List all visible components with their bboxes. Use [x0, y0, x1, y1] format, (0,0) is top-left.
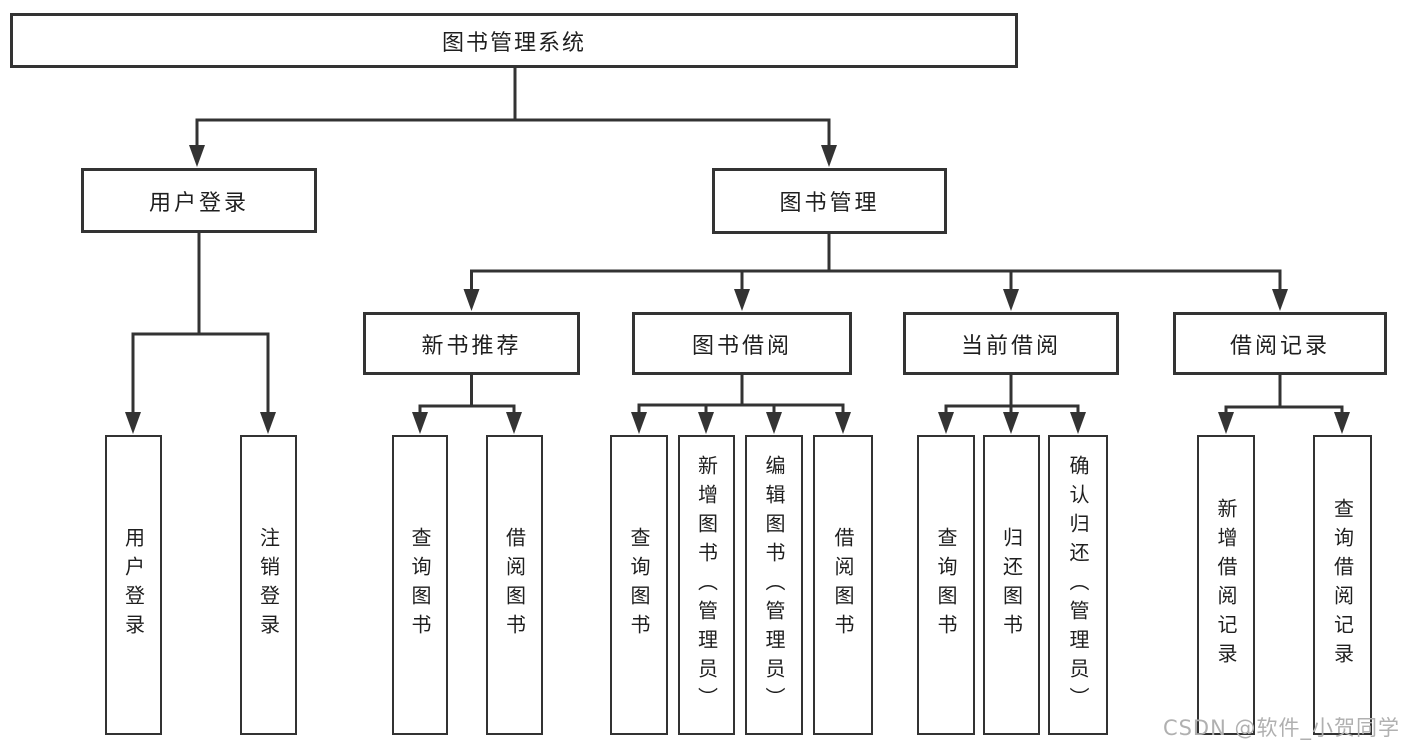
arrowheads: [125, 145, 1350, 434]
arrowhead: [463, 289, 480, 311]
leaf-borrow-edit-book-admin-label: 编辑图书（管理员）: [762, 454, 786, 716]
leaf-borrow-add-book-admin-label: 新增图书（管理员）: [694, 454, 719, 716]
arrowhead: [734, 289, 750, 311]
leaf-records-query-record: 查询借阅记录: [1313, 435, 1372, 735]
node-book-management: 图书管理: [712, 168, 947, 234]
leaf-logout: 注销登录: [240, 435, 297, 735]
arrowhead: [1272, 289, 1288, 311]
leaf-records-query-record-label: 查询借阅记录: [1330, 498, 1355, 672]
connector-borrow-to-leaves: [637, 375, 845, 414]
arrowhead: [125, 412, 141, 434]
arrowhead: [189, 145, 205, 167]
arrowhead: [412, 412, 428, 434]
leaf-current-query-book: 查询图书: [917, 435, 975, 735]
connector-current-to-leaves: [944, 375, 1080, 414]
node-current-borrow-label: 当前借阅: [960, 333, 1061, 359]
leaf-current-return-book: 归还图书: [983, 435, 1040, 735]
node-book-management-label: 图书管理: [779, 191, 880, 216]
node-new-book-recommend-label: 新书推荐: [421, 333, 522, 359]
leaf-logout-label: 注销登录: [256, 527, 281, 643]
leaf-current-query-book-label: 查询图书: [934, 527, 958, 643]
leaf-borrow-borrow-book: 借阅图书: [813, 435, 873, 735]
leaf-records-add-record: 新增借阅记录: [1197, 435, 1255, 735]
leaf-recommend-borrow-book: 借阅图书: [486, 435, 543, 735]
watermark: CSDN @软件_小贺同学: [1162, 716, 1400, 740]
node-root: 图书管理系统: [10, 13, 1018, 68]
arrowhead: [1334, 412, 1350, 434]
leaf-borrow-query-book-label: 查询图书: [627, 527, 651, 643]
leaf-borrow-edit-book-admin: 编辑图书（管理员）: [745, 435, 803, 735]
arrowhead: [698, 412, 714, 434]
node-user-login-label: 用户登录: [148, 190, 249, 216]
leaf-login-label: 用户登录: [121, 527, 146, 643]
leaf-login: 用户登录: [105, 435, 162, 735]
node-root-label: 图书管理系统: [441, 30, 586, 56]
arrowhead: [766, 412, 782, 434]
connector-new-book-to-leaves: [418, 375, 516, 414]
node-borrow-records: 借阅记录: [1173, 312, 1387, 375]
connector-records-to-leaves: [1224, 375, 1344, 414]
arrowhead: [938, 412, 954, 434]
arrowhead: [835, 412, 851, 434]
arrowhead: [260, 412, 276, 434]
leaf-current-return-book-label: 归还图书: [999, 527, 1024, 643]
arrowhead: [1003, 412, 1019, 434]
node-current-borrow: 当前借阅: [903, 312, 1119, 375]
arrowhead: [1003, 289, 1019, 311]
node-borrow-records-label: 借阅记录: [1229, 333, 1330, 359]
node-user-login: 用户登录: [81, 168, 317, 233]
arrowhead: [1070, 412, 1086, 434]
leaf-records-add-record-label: 新增借阅记录: [1214, 498, 1238, 672]
leaf-current-confirm-return-admin: 确认归还（管理员）: [1048, 435, 1108, 735]
connector-book-mgmt-to-level3: [470, 234, 1282, 291]
arrowhead: [1218, 412, 1234, 434]
arrowhead: [631, 412, 647, 434]
node-book-borrow-label: 图书借阅: [691, 333, 792, 359]
node-book-borrow: 图书借阅: [632, 312, 852, 375]
arrowhead: [506, 412, 522, 434]
leaf-recommend-query-book: 查询图书: [392, 435, 448, 735]
leaf-recommend-query-book-label: 查询图书: [408, 527, 432, 643]
connector-user-login-to-leaves: [131, 233, 270, 414]
leaf-current-confirm-return-admin-label: 确认归还（管理员）: [1066, 454, 1090, 716]
arrowhead: [821, 145, 837, 167]
connector-root-to-level2: [195, 66, 831, 147]
leaf-borrow-borrow-book-label: 借阅图书: [831, 527, 855, 643]
leaf-recommend-borrow-book-label: 借阅图书: [502, 527, 527, 643]
leaf-borrow-add-book-admin: 新增图书（管理员）: [678, 435, 735, 735]
leaf-borrow-query-book: 查询图书: [610, 435, 668, 735]
node-new-book-recommend: 新书推荐: [363, 312, 580, 375]
